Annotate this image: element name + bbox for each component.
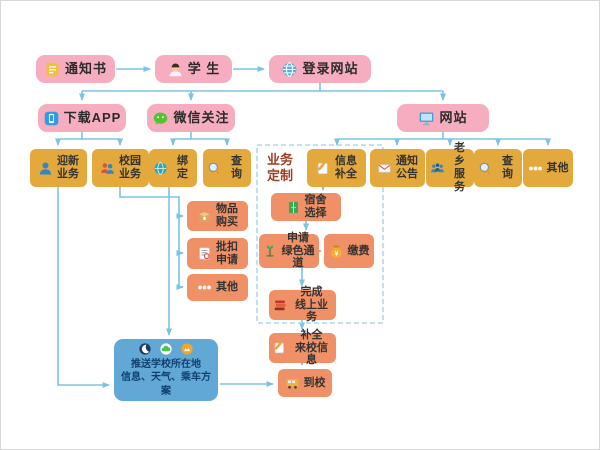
node-wechat-follow: 微信关注 xyxy=(147,104,235,132)
node-query-web: 查询 xyxy=(474,149,522,187)
node-website: 网站 xyxy=(397,104,489,132)
bus-icon xyxy=(285,376,300,391)
login-globe-icon xyxy=(281,61,298,78)
node-complete-arrival-info: 补全 来校信息 xyxy=(269,329,336,366)
cabinet-icon xyxy=(286,200,301,215)
node-item-purchase: 物品 购买 xyxy=(187,201,248,231)
node-finish-online: 完成 线上业务 xyxy=(269,286,336,323)
node-notification-letter: 通知书 xyxy=(36,55,115,83)
more-dots-icon xyxy=(528,161,543,176)
node-push-local-info: 推送学校所在地 信息、天气、乘车方案 xyxy=(114,339,218,401)
moon-weather-icon xyxy=(138,342,152,356)
edit-pencil-icon xyxy=(273,341,287,355)
node-arrive-school: 到校 xyxy=(278,369,332,397)
node-query-wechat: 查询 xyxy=(203,149,251,187)
node-pay-fee: ¥ 缴费 xyxy=(324,234,374,268)
more-dots-icon xyxy=(197,280,212,295)
search-icon xyxy=(478,161,493,176)
node-download-app: 下载APP xyxy=(38,104,126,132)
node-fellow-service: 老乡 服务 xyxy=(426,142,474,193)
svg-text:¥: ¥ xyxy=(334,251,338,257)
campus-people-icon xyxy=(100,161,115,176)
edit-pencil-icon xyxy=(316,161,331,176)
node-campus-business: 校园 业务 xyxy=(92,149,149,187)
node-batch-deduction: 批扣 申请 xyxy=(187,238,248,269)
money-bag-icon: ¥ xyxy=(329,244,344,259)
green-sprout-icon xyxy=(263,244,277,258)
globe-icon xyxy=(153,161,168,176)
people-group-icon xyxy=(430,161,445,176)
push-info-icons xyxy=(138,342,194,356)
node-login-website: 登录网站 xyxy=(269,55,371,83)
search-icon xyxy=(207,161,222,176)
carton-box-icon xyxy=(197,209,212,224)
wechat-icon xyxy=(152,110,169,127)
notification-letter-icon xyxy=(44,61,61,78)
student-icon xyxy=(167,61,184,78)
node-bind: 绑定 xyxy=(149,149,197,187)
cloud-icon xyxy=(159,342,173,356)
envelope-icon xyxy=(377,161,392,176)
document-stamp-icon xyxy=(197,246,212,261)
node-dorm-selection: 宿舍 选择 xyxy=(271,193,341,221)
new-student-icon xyxy=(38,161,53,176)
node-green-channel: 申请 绿色通道 xyxy=(259,232,319,269)
app-icon xyxy=(43,110,60,127)
node-student: 学 生 xyxy=(155,55,232,83)
books-icon xyxy=(273,298,287,312)
node-business-custom-label: 业务 定制 xyxy=(266,151,293,183)
node-info-complete: 信息 补全 xyxy=(307,149,366,187)
node-orientation-business: 迎新 业务 xyxy=(30,149,87,187)
photo-sun-icon xyxy=(180,342,194,356)
node-other-web: 其他 xyxy=(523,149,573,187)
node-notice-announcement: 通知 公告 xyxy=(370,149,425,187)
node-other-campus: 其他 xyxy=(187,274,248,301)
monitor-icon xyxy=(418,110,435,127)
